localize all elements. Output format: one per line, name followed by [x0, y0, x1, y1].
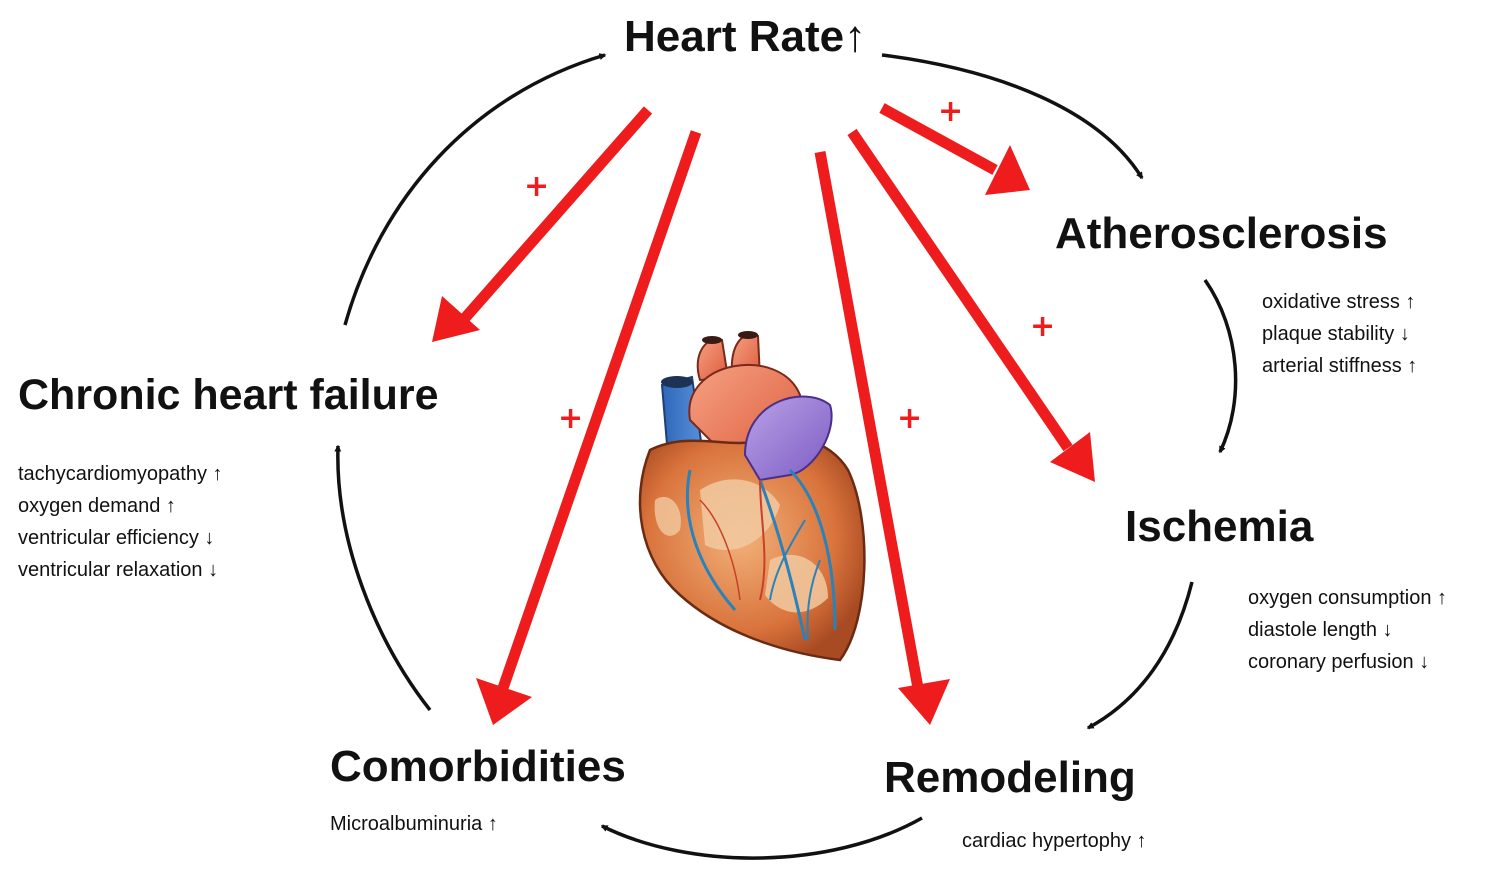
effect-item: coronary perfusion ↓	[1248, 646, 1447, 678]
effect-item: ventricular efficiency ↓	[18, 522, 223, 554]
effect-item: oxidative stress ↑	[1262, 286, 1417, 318]
effect-item: tachycardiomyopathy ↑	[18, 458, 223, 490]
effect-item: plaque stability ↓	[1262, 318, 1417, 350]
cycle-arrow-heart-failure-to-heart-rate	[345, 55, 605, 325]
influence-arrow-to-heart-failure	[432, 110, 648, 342]
effect-item: oxygen consumption ↑	[1248, 582, 1447, 614]
effect-item: Microalbuminuria ↑	[330, 808, 498, 840]
cycle-arrow-comorbidities-to-heart-failure	[338, 446, 430, 710]
effect-item: ventricular relaxation ↓	[18, 554, 223, 586]
node-remodeling: Remodeling	[884, 756, 1136, 800]
remodeling-effects: cardiac hypertophy ↑	[962, 825, 1147, 857]
effect-item: oxygen demand ↑	[18, 490, 223, 522]
cycle-arrow-remodeling-to-comorbidities	[602, 818, 922, 858]
chronic-heart-failure-effects: tachycardiomyopathy ↑ oxygen demand ↑ ve…	[18, 458, 223, 586]
effect-item: cardiac hypertophy ↑	[962, 825, 1147, 857]
cycle-arrow-ischemia-to-remodeling	[1088, 582, 1192, 728]
plus-marker-ischemia: +	[1030, 312, 1055, 342]
plus-marker-comorbidities: +	[558, 404, 583, 434]
comorbidities-effects: Microalbuminuria ↑	[330, 808, 498, 840]
cycle-arrow-atherosclerosis-to-ischemia	[1205, 280, 1236, 452]
influence-arrow-to-comorbidities	[476, 132, 696, 725]
influence-arrow-to-ischemia	[852, 132, 1095, 482]
node-ischemia: Ischemia	[1125, 505, 1313, 549]
node-comorbidities: Comorbidities	[330, 745, 626, 789]
node-atherosclerosis: Atherosclerosis	[1055, 212, 1388, 256]
effect-item: arterial stiffness ↑	[1262, 350, 1417, 382]
plus-marker-heart-failure: +	[524, 172, 549, 202]
node-chronic-heart-failure: Chronic heart failure	[18, 374, 439, 417]
plus-marker-remodeling: +	[897, 404, 922, 434]
effect-item: diastole length ↓	[1248, 614, 1447, 646]
node-heart-rate: Heart Rate↑	[624, 15, 866, 59]
plus-marker-atherosclerosis: +	[938, 97, 963, 127]
heart-illustration	[640, 331, 864, 660]
ischemia-effects: oxygen consumption ↑ diastole length ↓ c…	[1248, 582, 1447, 678]
atherosclerosis-effects: oxidative stress ↑ plaque stability ↓ ar…	[1262, 286, 1417, 382]
